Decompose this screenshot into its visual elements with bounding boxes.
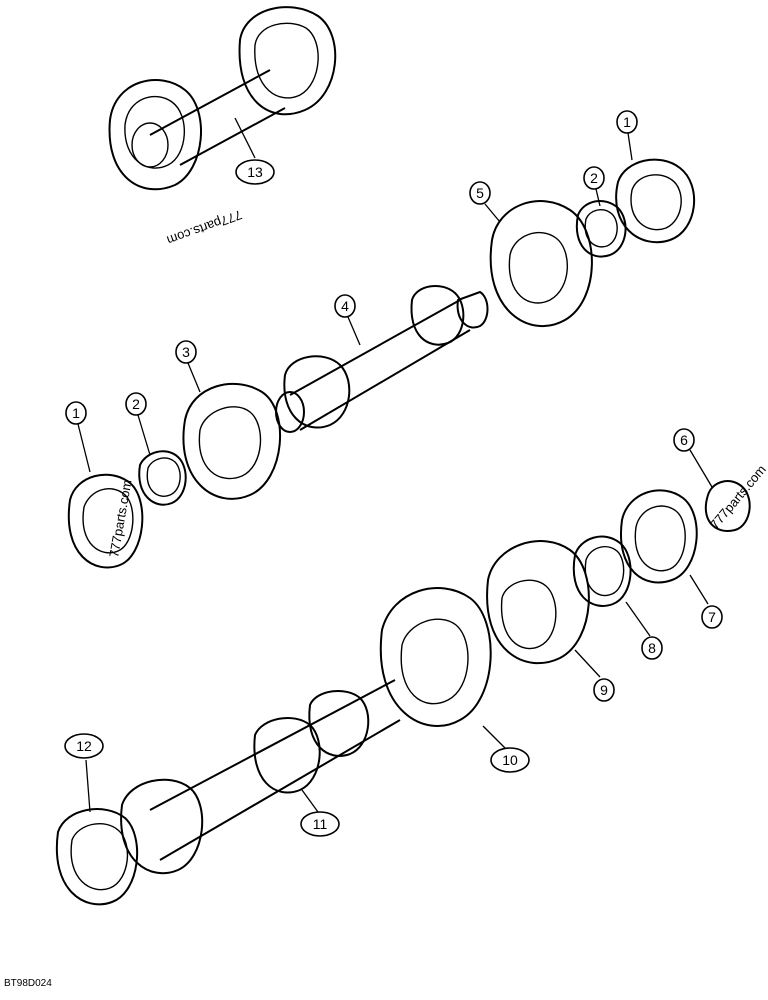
watermark-right: 777parts.com — [707, 462, 768, 532]
watermark-top: 777parts.com — [165, 207, 244, 248]
part-8-washer — [572, 535, 632, 607]
part-2-left-washer — [138, 450, 187, 506]
callout-11: 11 — [300, 811, 340, 837]
part-5-gear — [489, 200, 593, 327]
svg-text:3: 3 — [182, 344, 190, 360]
callout-13: 13 — [235, 159, 275, 185]
part-3-gear — [182, 383, 282, 500]
callout-6: 6 — [673, 428, 695, 452]
figure-code: BT98D024 — [4, 978, 52, 989]
callout-7: 7 — [701, 605, 723, 629]
callout-2-left: 2 — [125, 392, 147, 416]
svg-text:8: 8 — [648, 640, 656, 656]
svg-text:12: 12 — [76, 738, 92, 754]
part-11-shaft — [120, 679, 401, 875]
callout-12: 12 — [64, 733, 104, 759]
svg-text:1: 1 — [623, 114, 631, 130]
callout-4: 4 — [334, 294, 356, 318]
svg-text:10: 10 — [502, 752, 518, 768]
svg-text:13: 13 — [247, 164, 263, 180]
callout-10: 10 — [490, 747, 530, 773]
part-9-gear — [486, 540, 590, 665]
callout-5: 5 — [469, 181, 491, 205]
callout-9: 9 — [593, 678, 615, 702]
part-12-bearing — [55, 808, 138, 906]
callout-3: 3 — [175, 340, 197, 364]
part-6-snap-ring — [704, 480, 751, 532]
svg-text:11: 11 — [313, 816, 328, 832]
svg-text:7: 7 — [708, 609, 716, 625]
part-13-shaft-assembly — [108, 6, 337, 191]
callout-8: 8 — [641, 636, 663, 660]
part-7-bearing — [619, 489, 698, 584]
svg-text:1: 1 — [72, 405, 80, 421]
svg-text:6: 6 — [680, 432, 688, 448]
part-10-gear — [379, 587, 492, 727]
watermark-left: 777parts.com — [106, 478, 134, 558]
part-1-upper-bearing — [615, 158, 696, 244]
leader-lines — [77, 117, 713, 813]
svg-text:2: 2 — [590, 170, 598, 186]
callout-1-upper: 1 — [616, 110, 638, 134]
part-4-shaft — [275, 284, 489, 433]
part-1-left-bearing — [67, 473, 144, 569]
callout-2-upper: 2 — [583, 166, 605, 190]
svg-text:5: 5 — [476, 185, 484, 201]
svg-text:4: 4 — [341, 298, 349, 314]
svg-text:2: 2 — [132, 396, 140, 412]
svg-text:9: 9 — [600, 682, 608, 698]
callout-1-left: 1 — [65, 401, 87, 425]
